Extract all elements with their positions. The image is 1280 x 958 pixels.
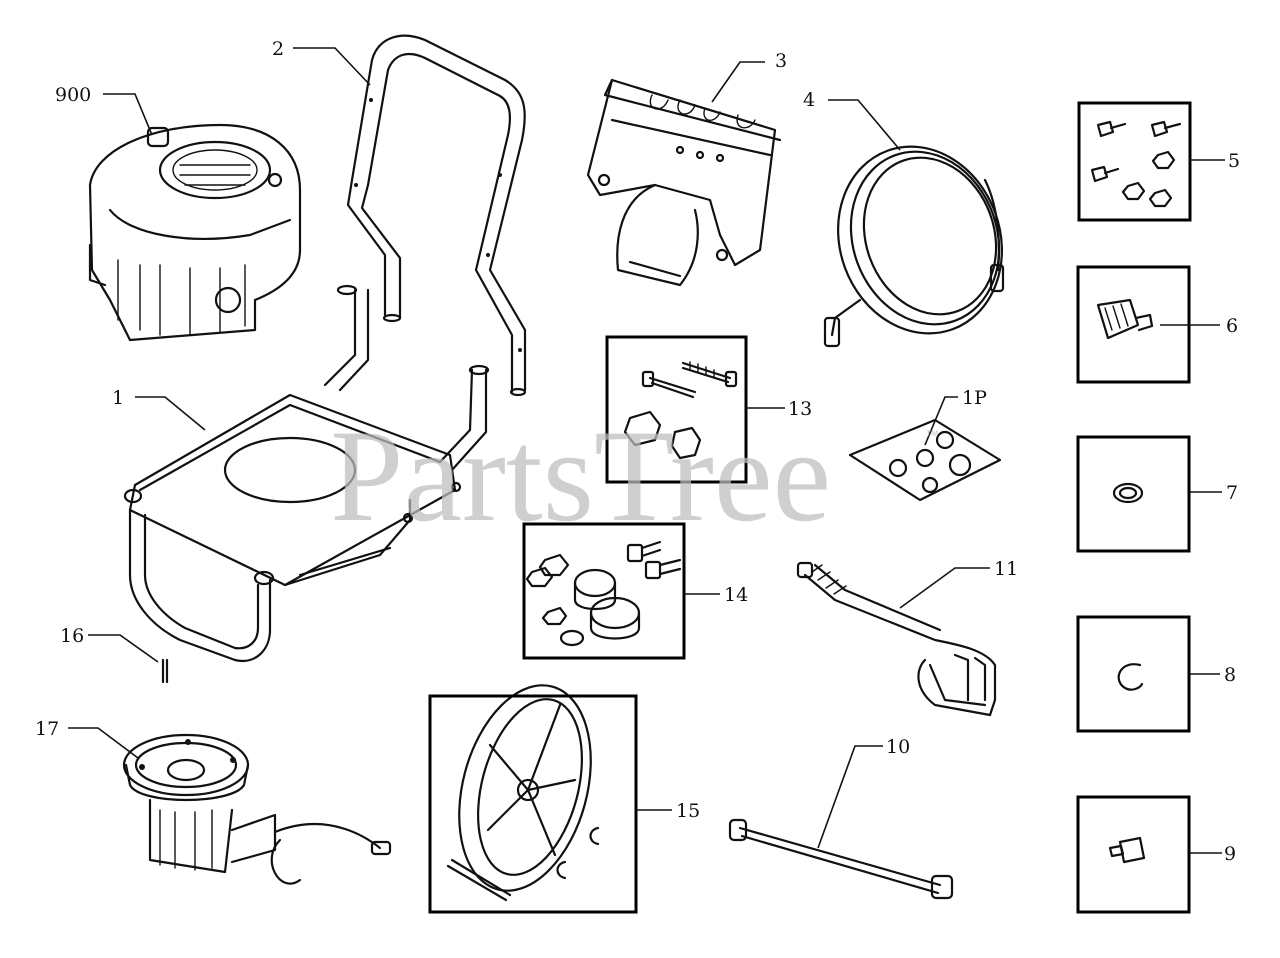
hardware-box-5[interactable] bbox=[1077, 101, 1192, 222]
engine-part[interactable] bbox=[88, 123, 302, 342]
label-11: 11 bbox=[994, 558, 1018, 580]
callout-labels: 900 2 3 4 5 6 7 8 9 1 16 17 13 14 15 1P … bbox=[35, 38, 1240, 865]
frame-part[interactable] bbox=[123, 284, 490, 663]
wheel-box-15[interactable] bbox=[428, 694, 638, 914]
pump-part[interactable] bbox=[122, 733, 392, 885]
hardware-box-13[interactable] bbox=[605, 335, 748, 484]
label-15: 15 bbox=[676, 800, 700, 822]
label-8: 8 bbox=[1224, 664, 1236, 686]
label-17: 17 bbox=[35, 718, 59, 740]
watermark-trademark: ™ bbox=[925, 427, 939, 443]
handle-part[interactable] bbox=[346, 34, 527, 397]
label-5: 5 bbox=[1228, 150, 1240, 172]
label-13: 13 bbox=[788, 398, 812, 420]
nozzle-kit-part[interactable] bbox=[848, 418, 1002, 502]
clip-box-8[interactable] bbox=[1076, 615, 1191, 733]
callout-leaders bbox=[68, 47, 1225, 854]
label-9: 9 bbox=[1224, 843, 1236, 865]
hose-part[interactable] bbox=[812, 123, 1027, 356]
label-1: 1 bbox=[112, 387, 124, 409]
bracket-part[interactable] bbox=[586, 78, 782, 287]
label-4: 4 bbox=[803, 89, 815, 111]
label-3: 3 bbox=[775, 50, 787, 72]
pin-part[interactable] bbox=[161, 658, 169, 684]
wheel-hardware-part[interactable] bbox=[525, 540, 682, 647]
label-16: 16 bbox=[60, 625, 84, 647]
label-14: 14 bbox=[724, 584, 748, 606]
wheel-kit-part[interactable] bbox=[438, 671, 612, 906]
frame-hardware-part[interactable] bbox=[623, 361, 738, 460]
watermark-text: PartsTree bbox=[330, 402, 831, 549]
label-1p: 1P bbox=[962, 387, 987, 409]
label-7: 7 bbox=[1226, 482, 1238, 504]
label-2: 2 bbox=[272, 38, 284, 60]
oring-box-7[interactable] bbox=[1076, 435, 1191, 553]
hardware-box-14[interactable] bbox=[522, 522, 686, 660]
spray-gun-part[interactable] bbox=[796, 561, 997, 717]
label-10: 10 bbox=[886, 736, 910, 758]
label-900: 900 bbox=[55, 84, 91, 106]
wand-part[interactable] bbox=[728, 818, 954, 900]
label-6: 6 bbox=[1226, 315, 1238, 337]
adapter-box-9[interactable] bbox=[1076, 795, 1191, 914]
watermark: PartsTree ™ bbox=[330, 402, 939, 549]
